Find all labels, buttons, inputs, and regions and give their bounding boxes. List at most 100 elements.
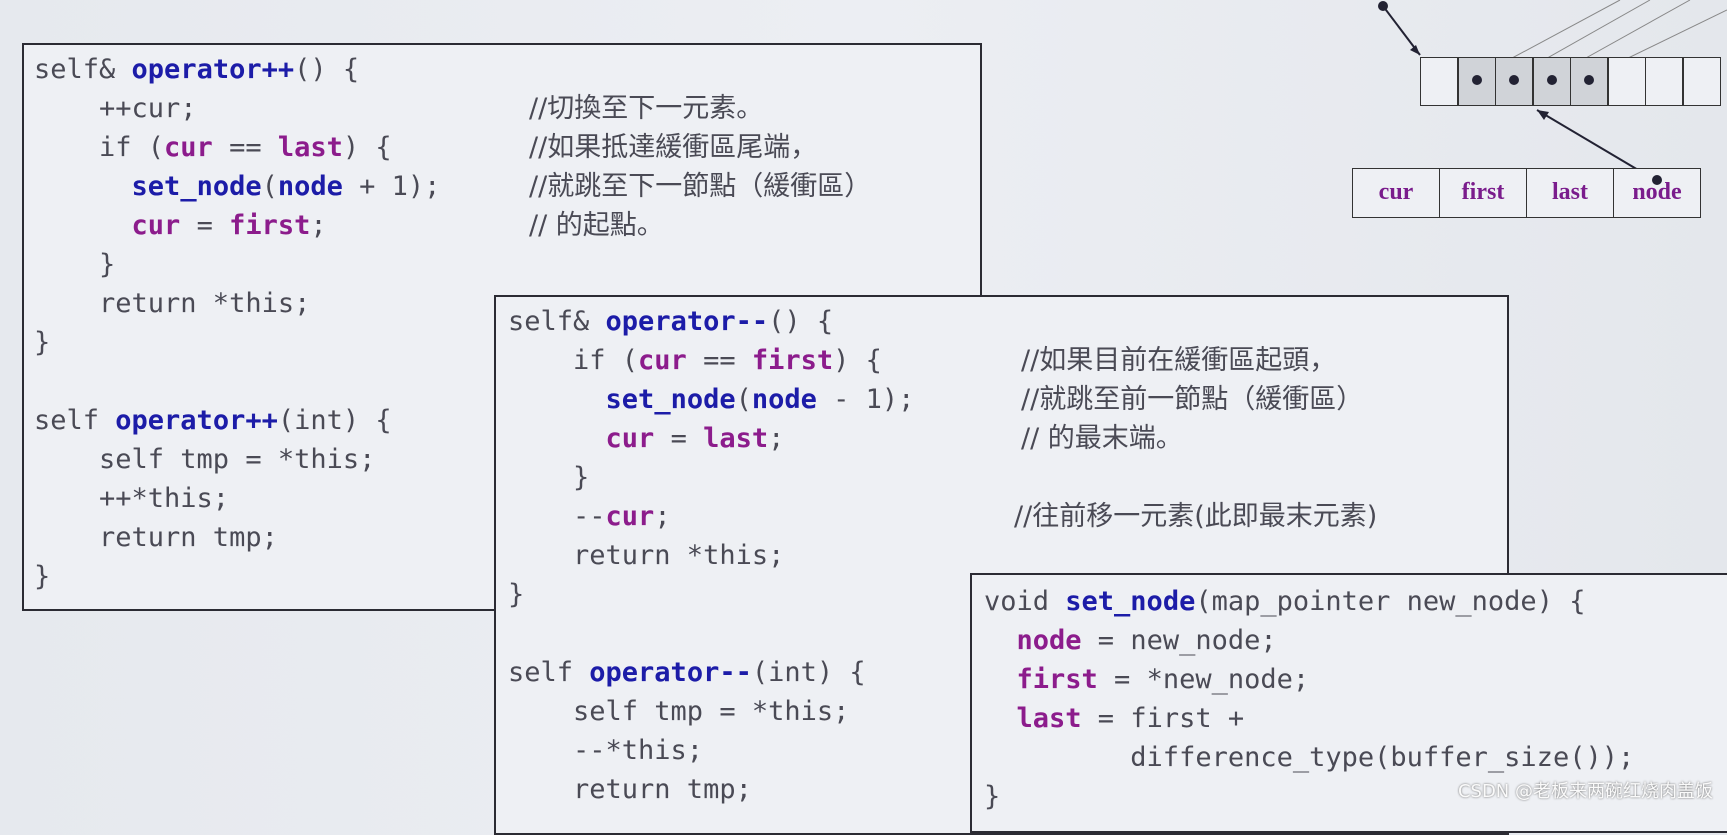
code-token: operator++	[115, 405, 278, 436]
code-token: ++*this;	[34, 483, 230, 514]
code-token: return tmp;	[34, 522, 278, 553]
code-token: last	[703, 423, 769, 454]
code-token: self&	[508, 306, 606, 337]
code-token	[34, 171, 132, 202]
code-line: void set_node(map_pointer new_node) {	[984, 587, 1585, 617]
code-line: if (cur == last) {	[34, 133, 392, 163]
code-token: + 1);	[342, 171, 441, 202]
code-token	[984, 703, 1017, 734]
code-token: last	[1016, 703, 1082, 734]
pointer-origin-dot	[1378, 1, 1388, 11]
code-token: self	[508, 657, 590, 688]
code-line: return tmp;	[34, 523, 278, 553]
code-line: }	[508, 580, 524, 610]
code-token: }	[34, 561, 51, 592]
code-comment: //切換至下一元素。	[529, 93, 764, 124]
code-line: last = first +	[984, 703, 1245, 734]
code-line: self& operator++() {	[34, 55, 359, 85]
code-token	[508, 423, 606, 454]
code-line: return *this;	[508, 541, 784, 571]
code-token: () {	[294, 54, 360, 85]
code-token: void	[984, 586, 1066, 617]
set-node-panel: void set_node(map_pointer new_node) { no…	[970, 573, 1727, 833]
pointer-arrows	[1382, 0, 1727, 181]
code-token: - 1);	[816, 384, 915, 415]
code-line: self tmp = *this;	[508, 697, 849, 727]
code-token: operator--	[605, 306, 769, 337]
code-line: node = new_node;	[984, 626, 1277, 656]
code-comment: //如果目前在緩衝區起頭，	[1021, 345, 1337, 376]
code-token: (int) {	[751, 657, 866, 688]
code-token: return *this;	[508, 540, 785, 571]
buffer-element-dot	[1509, 75, 1519, 85]
code-line: self& operator--() {	[508, 307, 833, 337]
code-line: }	[34, 250, 115, 280]
code-line: if (cur == first) {	[508, 346, 882, 376]
code-token: }	[508, 462, 590, 493]
code-line: cur = last;	[508, 423, 785, 454]
code-token: node	[1016, 625, 1082, 656]
code-token	[34, 210, 132, 241]
code-line: self operator++(int) {	[34, 406, 392, 436]
code-token: cur	[605, 423, 655, 454]
code-token: --*this;	[508, 735, 704, 766]
code-comment: //就跳至下一節點（緩衝區）	[529, 171, 872, 202]
code-line: cur = first;	[34, 211, 327, 241]
watermark: CSDN @老板来两碗红烧肉盖饭	[1457, 781, 1713, 802]
code-token: =	[180, 210, 230, 241]
code-line: }	[984, 782, 1000, 812]
buffer-element-dot	[1546, 75, 1557, 85]
code-comment: // 的最末端。	[1021, 423, 1183, 454]
code-token: if (	[508, 345, 639, 376]
code-line: difference_type(buffer_size());	[984, 743, 1634, 773]
buffer-cell	[1420, 57, 1458, 106]
code-token: self tmp = *this;	[34, 444, 376, 475]
code-line: set_node(node - 1);	[508, 384, 915, 415]
code-line: }	[34, 328, 50, 358]
code-token: cur	[605, 501, 655, 532]
code-token: last	[277, 132, 343, 163]
code-token: }	[34, 327, 51, 358]
code-token: set_node	[1065, 586, 1196, 617]
code-token: self&	[34, 54, 132, 85]
code-token: return tmp;	[508, 774, 752, 805]
code-token: return *this;	[34, 288, 311, 319]
buffer-element-dot	[1584, 75, 1594, 85]
code-comment: //往前移一元素(此即最末元素)	[1014, 501, 1378, 532]
code-token: set_node	[131, 171, 262, 202]
buffer-cell	[1682, 57, 1721, 106]
code-token: first	[229, 210, 311, 241]
code-token: if (	[34, 132, 165, 163]
code-line: ++*this;	[34, 484, 229, 514]
code-token: ;	[768, 423, 785, 454]
code-comment: //就跳至前一節點（緩衝區）	[1021, 384, 1364, 415]
code-comment: //如果抵達緩衝區尾端，	[529, 132, 818, 163]
code-token: }	[508, 579, 525, 610]
code-line: ++cur;	[34, 94, 197, 124]
code-line: first = *new_node;	[984, 664, 1310, 695]
code-token: = new_node;	[1081, 625, 1277, 656]
code-token: ) {	[833, 345, 882, 376]
code-token: cur	[131, 210, 181, 241]
code-token: set_node	[605, 384, 736, 415]
code-line: self tmp = *this;	[34, 445, 375, 475]
code-line: --cur;	[508, 502, 671, 532]
buffer-cell	[1495, 57, 1533, 106]
code-token: () {	[768, 306, 834, 337]
code-token: }	[984, 781, 1001, 812]
code-token: ++cur;	[34, 93, 197, 124]
code-token: first	[751, 345, 834, 376]
code-token: ==	[212, 132, 278, 163]
code-token: ) {	[342, 132, 392, 163]
code-token	[508, 384, 606, 415]
code-token: node	[277, 171, 343, 202]
code-line: return tmp;	[508, 775, 752, 805]
code-token: = *new_node;	[1097, 664, 1310, 695]
last-label: last	[1526, 168, 1614, 218]
buffer-cell	[1607, 57, 1646, 106]
buffer-element-dot	[1471, 75, 1482, 85]
code-token: ;	[654, 501, 671, 532]
code-token: first	[1016, 664, 1098, 695]
code-token: = first +	[1081, 703, 1245, 734]
code-token: self tmp = *this;	[508, 696, 850, 727]
